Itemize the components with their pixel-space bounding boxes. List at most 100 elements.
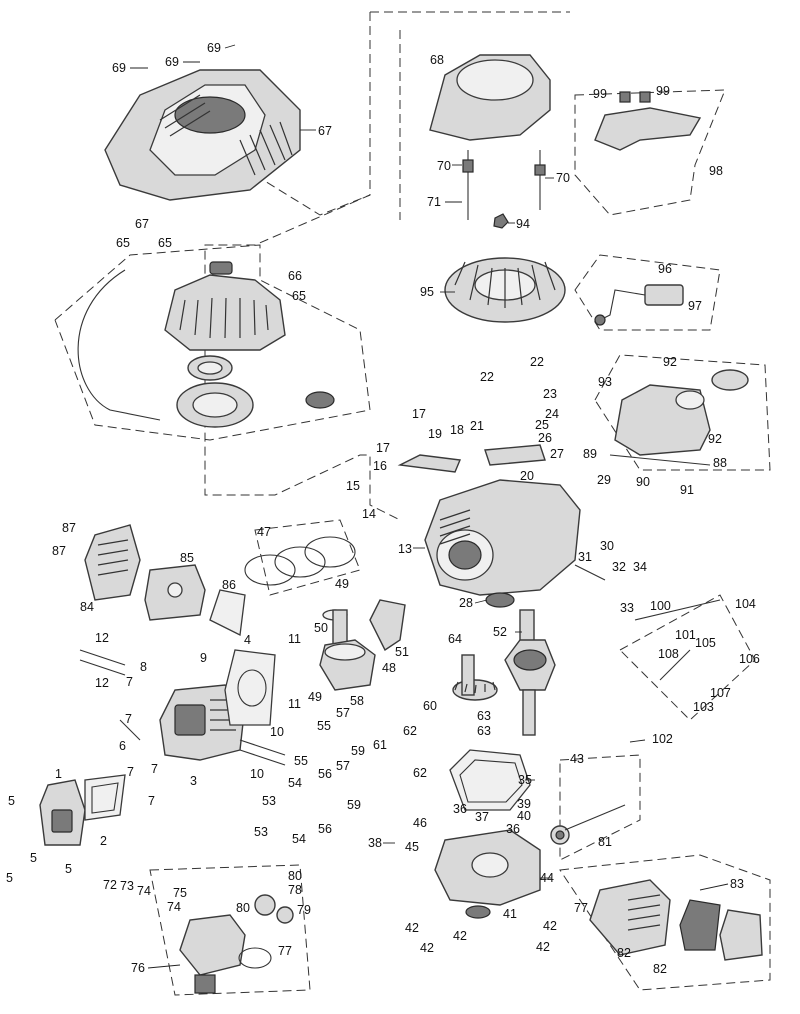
callout-24: 24 bbox=[545, 407, 559, 421]
valve-cover-icon bbox=[39, 779, 86, 846]
callout-67: 67 bbox=[135, 217, 149, 231]
callout-10: 10 bbox=[250, 767, 264, 781]
callout-31: 31 bbox=[578, 550, 592, 564]
callout-23: 23 bbox=[543, 387, 557, 401]
callout-78: 78 bbox=[288, 883, 302, 897]
air-filter-cover-icon bbox=[719, 909, 763, 961]
callout-59: 59 bbox=[347, 798, 361, 812]
callout-2: 2 bbox=[100, 834, 107, 848]
callout-35: 35 bbox=[518, 773, 532, 787]
callout-107: 107 bbox=[710, 686, 731, 700]
callout-7: 7 bbox=[125, 712, 132, 726]
callout-70: 70 bbox=[437, 159, 451, 173]
callout-86: 86 bbox=[222, 578, 236, 592]
callout-5: 5 bbox=[8, 794, 15, 808]
callout-4: 4 bbox=[244, 633, 251, 647]
callout-58: 58 bbox=[350, 694, 364, 708]
engine-block-icon bbox=[397, 444, 581, 608]
callout-108: 108 bbox=[658, 647, 679, 661]
callout-21: 21 bbox=[470, 419, 484, 433]
ignition-module-icon bbox=[594, 284, 684, 326]
callout-96: 96 bbox=[658, 262, 672, 276]
callout-7: 7 bbox=[127, 765, 134, 779]
callout-65: 65 bbox=[158, 236, 172, 250]
valve-cover-gasket-icon bbox=[84, 774, 126, 821]
callout-90: 90 bbox=[636, 475, 650, 489]
callout-12: 12 bbox=[95, 676, 109, 690]
callout-49: 49 bbox=[308, 690, 322, 704]
callout-93: 93 bbox=[598, 375, 612, 389]
callout-34: 34 bbox=[633, 560, 647, 574]
callout-7: 7 bbox=[148, 794, 155, 808]
callout-79: 79 bbox=[297, 903, 311, 917]
fan-housing-icon bbox=[429, 54, 551, 229]
callout-22: 22 bbox=[480, 370, 494, 384]
callout-105: 105 bbox=[695, 636, 716, 650]
callout-52: 52 bbox=[493, 625, 507, 639]
callout-17: 17 bbox=[376, 441, 390, 455]
callout-81: 81 bbox=[598, 835, 612, 849]
callout-22: 22 bbox=[530, 355, 544, 369]
callout-87: 87 bbox=[62, 521, 76, 535]
callout-102: 102 bbox=[652, 732, 673, 746]
head-gasket-icon bbox=[224, 649, 276, 726]
air-shroud-icon bbox=[84, 524, 246, 636]
callout-29: 29 bbox=[597, 473, 611, 487]
callout-69: 69 bbox=[165, 55, 179, 69]
crankcase-gasket-icon bbox=[449, 749, 531, 811]
callout-45: 45 bbox=[405, 840, 419, 854]
callout-36: 36 bbox=[506, 822, 520, 836]
air-filter-housing-icon bbox=[589, 879, 671, 956]
callout-91: 91 bbox=[680, 483, 694, 497]
callout-80: 80 bbox=[236, 901, 250, 915]
callout-42: 42 bbox=[543, 919, 557, 933]
callout-27: 27 bbox=[550, 447, 564, 461]
callout-85: 85 bbox=[180, 551, 194, 565]
callout-70: 70 bbox=[556, 171, 570, 185]
callout-65: 65 bbox=[116, 236, 130, 250]
callout-19: 19 bbox=[428, 427, 442, 441]
callout-38: 38 bbox=[368, 836, 382, 850]
callout-36: 36 bbox=[453, 802, 467, 816]
callout-labels: 69 69 69 67 67 65 65 65 66 68 70 70 71 9… bbox=[6, 41, 760, 976]
callout-41: 41 bbox=[503, 907, 517, 921]
callout-12: 12 bbox=[95, 631, 109, 645]
callout-49: 49 bbox=[335, 577, 349, 591]
callout-42: 42 bbox=[536, 940, 550, 954]
callout-61: 61 bbox=[373, 738, 387, 752]
callout-18: 18 bbox=[450, 423, 464, 437]
callout-1: 1 bbox=[55, 767, 62, 781]
cylinder-head-icon bbox=[159, 684, 246, 761]
callout-59: 59 bbox=[351, 744, 365, 758]
callout-32: 32 bbox=[612, 560, 626, 574]
guide-lines bbox=[54, 11, 771, 996]
piston-icon bbox=[319, 599, 406, 691]
camshaft-icon bbox=[452, 654, 498, 701]
callout-17: 17 bbox=[412, 407, 426, 421]
callout-46: 46 bbox=[413, 816, 427, 830]
engine-cover-icon bbox=[104, 69, 301, 201]
callout-62: 62 bbox=[413, 766, 427, 780]
callout-30: 30 bbox=[600, 539, 614, 553]
carburetor-icon bbox=[179, 894, 294, 994]
callout-94: 94 bbox=[516, 217, 530, 231]
callout-88: 88 bbox=[713, 456, 727, 470]
callout-84: 84 bbox=[80, 600, 94, 614]
callout-11: 11 bbox=[288, 697, 301, 711]
bolts-and-rods bbox=[79, 564, 721, 766]
piston-rings-icon bbox=[244, 536, 356, 646]
callout-53: 53 bbox=[254, 825, 268, 839]
callout-54: 54 bbox=[292, 832, 306, 846]
callout-50: 50 bbox=[314, 621, 328, 635]
callout-43: 43 bbox=[570, 752, 584, 766]
callout-20: 20 bbox=[520, 469, 534, 483]
leader-lines bbox=[130, 44, 729, 969]
governor-gear-icon bbox=[550, 804, 626, 845]
callout-48: 48 bbox=[382, 661, 396, 675]
callout-13: 13 bbox=[398, 542, 412, 556]
callout-51: 51 bbox=[395, 645, 409, 659]
callout-42: 42 bbox=[453, 929, 467, 943]
callout-73: 73 bbox=[120, 879, 134, 893]
callout-72: 72 bbox=[103, 878, 117, 892]
